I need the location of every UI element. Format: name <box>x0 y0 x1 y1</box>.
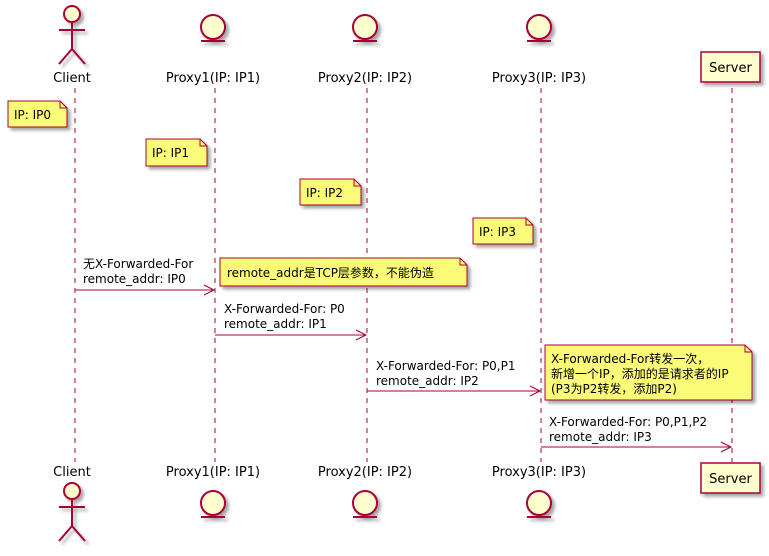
message-client-to-proxy1: 无X-Forwarded-For remote_addr: IP0 <box>75 257 216 296</box>
participant-label: Proxy3(IP: IP3) <box>492 465 586 480</box>
participant-proxy3-top: Proxy3(IP: IP3) <box>492 14 586 86</box>
note-text: IP: IP3 <box>479 225 516 239</box>
note-proxy3-ip: IP: IP3 <box>472 217 534 245</box>
note-text: remote_addr是TCP层参数，不能伪造 <box>227 265 434 280</box>
message-proxy1-to-proxy2: X-Forwarded-For: P0 remote_addr: IP1 <box>215 302 368 341</box>
participant-box <box>700 51 761 83</box>
note-tcp: remote_addr是TCP层参数，不能伪造 <box>219 257 468 287</box>
arrow-head-icon <box>355 329 368 341</box>
message-proxy3-to-server: X-Forwarded-For: P0,P1,P2 remote_addr: I… <box>541 415 733 453</box>
participant-proxy3-bottom: Proxy3(IP: IP3) <box>492 465 586 518</box>
message-label: X-Forwarded-For: P0,P1,P2 <box>549 415 707 429</box>
entity-icon <box>200 490 226 518</box>
participant-proxy1-top: Proxy1(IP: IP1) <box>166 14 260 86</box>
participant-server-top: Server <box>700 51 761 83</box>
note-proxy2-ip: IP: IP2 <box>299 178 362 206</box>
message-label: remote_addr: IP1 <box>224 317 327 331</box>
participant-label: Client <box>53 465 91 480</box>
message-label: remote_addr: IP3 <box>549 430 652 444</box>
note-text-line: 新增一个IP，添加的是请求者的IP <box>551 366 729 381</box>
participant-client-top: Client <box>53 5 91 86</box>
note-text-line: X-Forwarded-For转发一次， <box>551 351 709 366</box>
participant-label: Client <box>53 71 91 86</box>
participant-client-bottom: Client <box>53 465 91 542</box>
note-text: IP: IP2 <box>306 186 343 200</box>
participant-label: Proxy2(IP: IP2) <box>318 71 412 86</box>
note-text: IP: IP1 <box>152 146 189 160</box>
entity-icon <box>200 14 226 42</box>
note-client-ip: IP: IP0 <box>7 100 68 128</box>
entity-icon <box>352 14 378 42</box>
participant-proxy1-bottom: Proxy1(IP: IP1) <box>166 465 260 518</box>
participant-label: Proxy1(IP: IP1) <box>166 465 260 480</box>
arrow-head-icon <box>203 284 216 296</box>
arrow-head-icon <box>529 385 542 397</box>
note-proxy1-ip: IP: IP1 <box>145 138 208 167</box>
participant-box <box>700 462 761 494</box>
message-label: remote_addr: IP0 <box>83 272 186 286</box>
actor-icon <box>58 5 86 65</box>
participant-server-bottom: Server <box>700 462 761 494</box>
participant-proxy2-top: Proxy2(IP: IP2) <box>318 14 412 86</box>
message-label: X-Forwarded-For: P0,P1 <box>376 359 516 373</box>
message-proxy2-to-proxy3: X-Forwarded-For: P0,P1 remote_addr: IP2 <box>367 359 542 397</box>
note-text: IP: IP0 <box>14 108 51 122</box>
message-label: remote_addr: IP2 <box>376 374 479 388</box>
participant-label: Server <box>709 472 752 487</box>
entity-icon <box>526 14 552 42</box>
note-forward: X-Forwarded-For转发一次， 新增一个IP，添加的是请求者的IP (… <box>544 344 753 401</box>
participant-label: Proxy2(IP: IP2) <box>318 465 412 480</box>
actor-icon <box>58 482 86 542</box>
note-text-line: (P3为P2转发，添加P2) <box>551 381 677 396</box>
message-label: 无X-Forwarded-For <box>83 257 193 271</box>
participant-proxy2-bottom: Proxy2(IP: IP2) <box>318 465 412 518</box>
message-label: X-Forwarded-For: P0 <box>224 302 345 316</box>
entity-icon <box>352 490 378 518</box>
participant-label: Proxy1(IP: IP1) <box>166 71 260 86</box>
participant-label: Proxy3(IP: IP3) <box>492 71 586 86</box>
participant-label: Server <box>709 61 752 76</box>
arrow-head-icon <box>720 441 733 453</box>
entity-icon <box>526 490 552 518</box>
